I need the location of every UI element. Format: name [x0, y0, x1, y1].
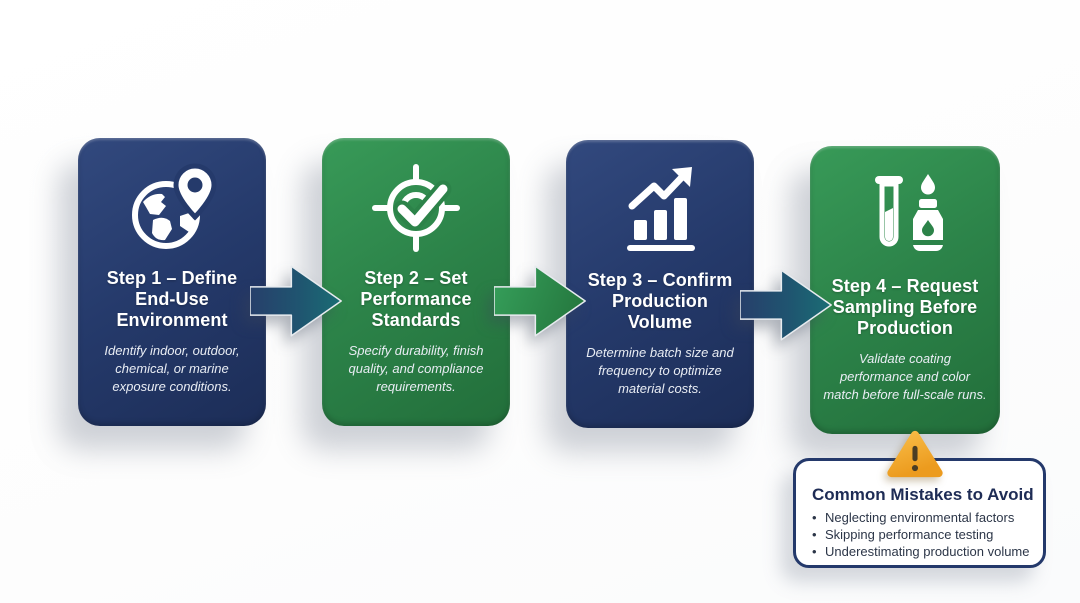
callout-bullet: Neglecting environmental factors: [812, 509, 1027, 526]
callout-title: Common Mistakes to Avoid: [812, 485, 1034, 504]
warning-triangle-icon: [886, 428, 944, 480]
step-card-2: Step 2 – Set Performance Standards Speci…: [322, 138, 510, 426]
step-description: Validate coating performance and color m…: [823, 350, 987, 402]
step-card-3: Step 3 – Confirm Production Volume Deter…: [566, 140, 754, 428]
callout-bullet: Underestimating production volume: [812, 543, 1030, 560]
globe-pin-icon: [122, 158, 222, 258]
step-description: Determine batch size and frequency to op…: [586, 344, 734, 396]
step-title: Step 3 – Confirm Production Volume: [587, 270, 733, 333]
right-arrow-icon: [250, 258, 344, 344]
step-title: Step 1 – Define End-Use Environment: [106, 268, 238, 331]
step-title: Step 4 – Request Sampling Before Product…: [831, 276, 979, 339]
target-check-icon: [366, 158, 466, 258]
step-card-4: Step 4 – Request Sampling Before Product…: [810, 146, 1000, 434]
bar-chart-growth-icon: [610, 160, 710, 260]
right-arrow-icon: [740, 262, 834, 348]
step-title: Step 2 – Set Performance Standards: [360, 268, 472, 331]
callout-bullet-list: Neglecting environmental factors Skippin…: [812, 509, 1030, 561]
right-arrow-icon: [494, 258, 588, 344]
callout-bullet: Skipping performance testing: [812, 526, 1027, 543]
test-tube-bottle-icon: [855, 166, 955, 266]
step-card-1: Step 1 – Define End-Use Environment Iden…: [78, 138, 266, 426]
step-description: Specify durability, finish quality, and …: [348, 342, 484, 394]
step-description: Identify indoor, outdoor, chemical, or m…: [104, 342, 240, 394]
